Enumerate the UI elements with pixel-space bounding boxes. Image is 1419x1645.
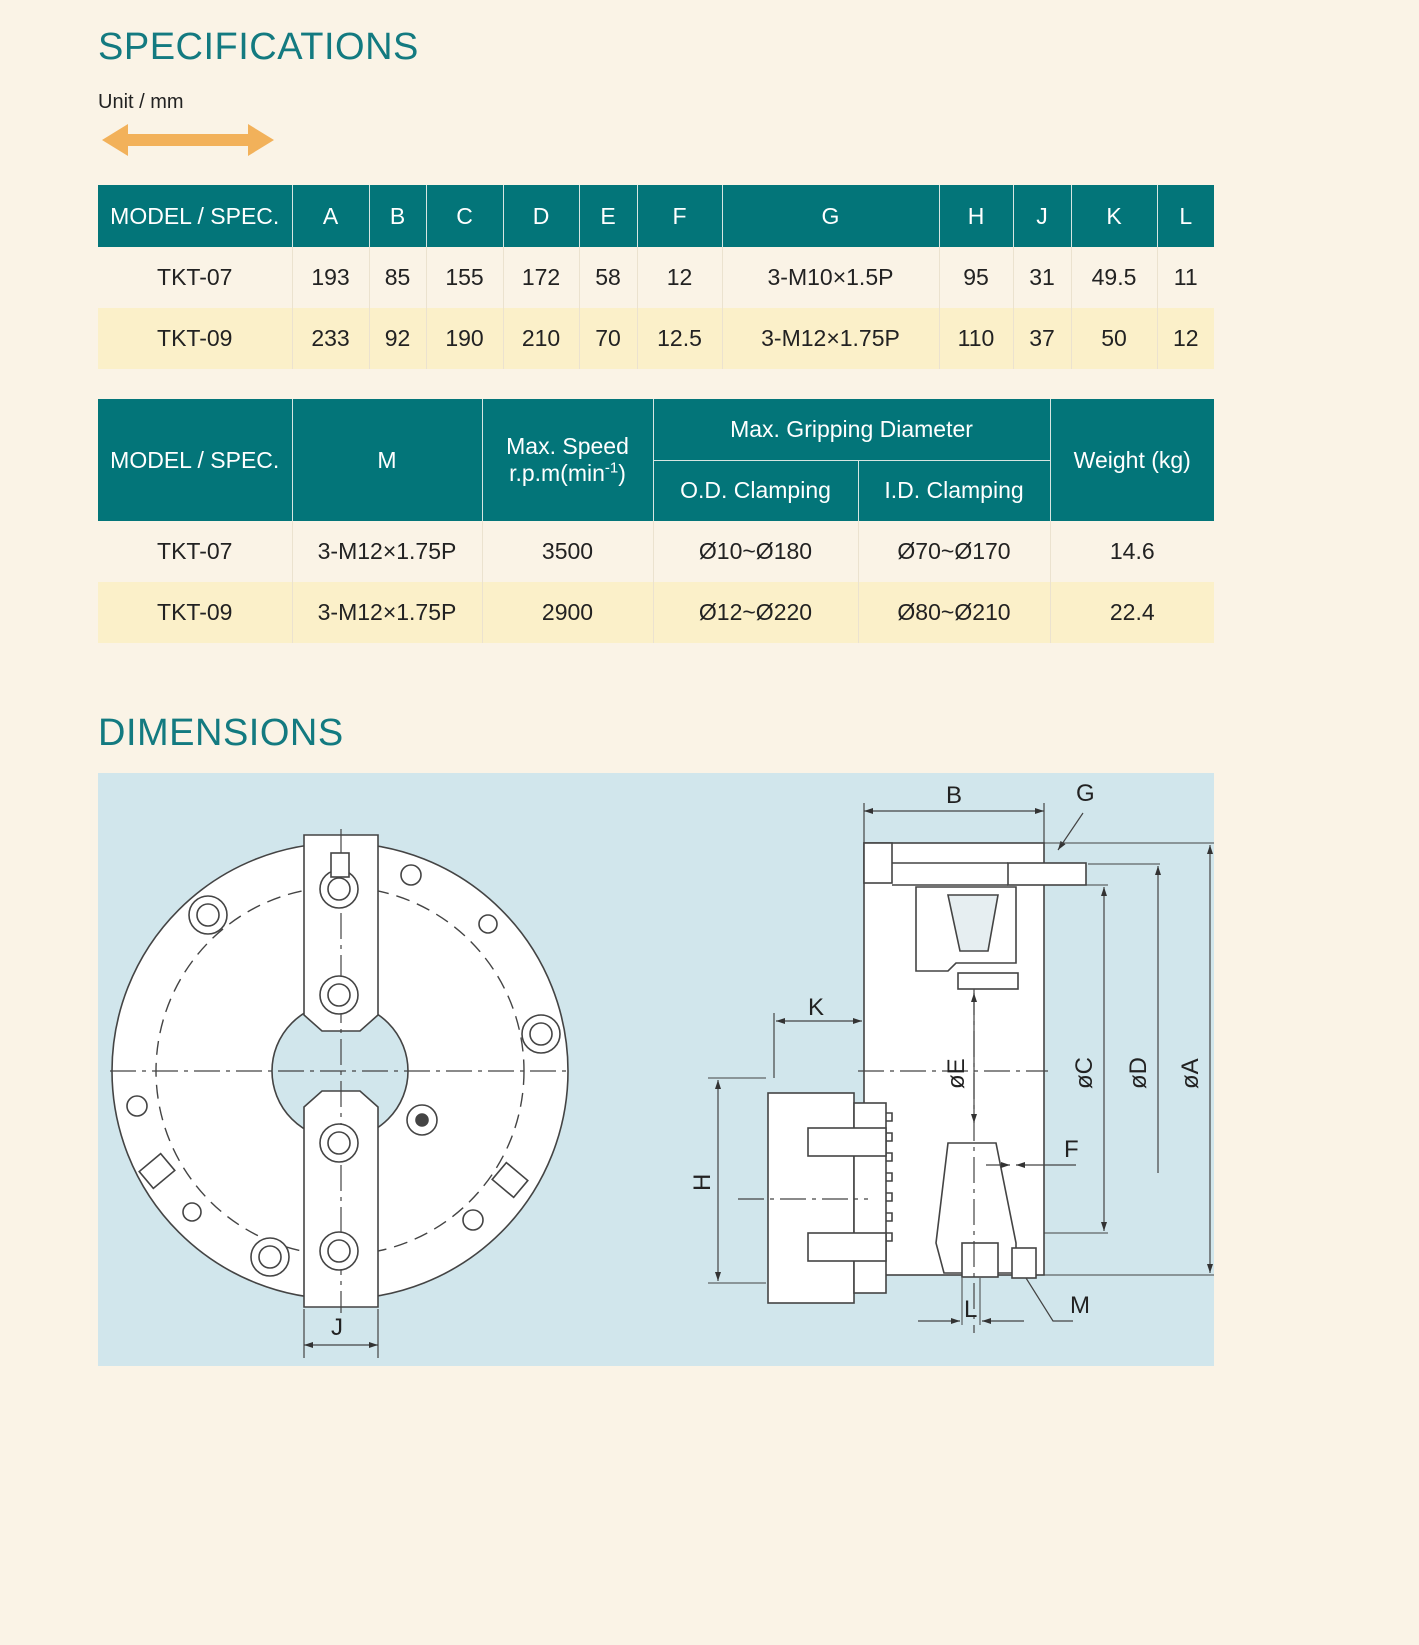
cell-a: 193: [291, 247, 370, 308]
col-header-max-speed: Max. Speed r.p.m(min-1): [481, 399, 654, 521]
cell-g: 3-M10×1.5P: [721, 247, 940, 308]
cell-weight: 22.4: [1049, 582, 1215, 643]
cell-model: TKT-07: [98, 247, 293, 308]
label-b: B: [946, 782, 962, 809]
cell-max-speed: 3500: [481, 521, 654, 582]
col-header-a: A: [291, 185, 370, 247]
cell-k: 50: [1070, 308, 1158, 369]
col-header-c: C: [425, 185, 504, 247]
cell-c: 155: [425, 247, 504, 308]
spec-table-performance: MODEL / SPEC. M Max. Speed r.p.m(min-1) …: [98, 399, 1215, 643]
cell-d: 210: [502, 308, 580, 369]
cell-j: 31: [1012, 247, 1072, 308]
col-header-e: E: [578, 185, 638, 247]
label-l: L: [964, 1296, 977, 1323]
col-header-f: F: [636, 185, 723, 247]
unit-label: Unit / mm: [98, 91, 184, 113]
cell-model: TKT-07: [98, 521, 293, 582]
col-header-m: M: [291, 399, 483, 521]
label-g: G: [1076, 780, 1095, 807]
label-h: H: [689, 1174, 716, 1191]
cell-c: 190: [425, 308, 504, 369]
cell-k: 49.5: [1070, 247, 1158, 308]
cell-max-speed: 2900: [481, 582, 654, 643]
cell-model: TKT-09: [98, 582, 293, 643]
label-f: F: [1064, 1136, 1079, 1163]
max-speed-line1: Max. Speed: [506, 432, 629, 459]
label-e: øE: [943, 1058, 970, 1089]
table-header-row: MODEL / SPEC. M Max. Speed r.p.m(min-1) …: [98, 399, 1215, 521]
cell-j: 37: [1012, 308, 1072, 369]
col-header-d: D: [502, 185, 580, 247]
front-view: [110, 829, 572, 1358]
cell-f: 12.5: [636, 308, 723, 369]
cell-h: 95: [938, 247, 1014, 308]
double-arrow-icon: [102, 124, 274, 156]
spec-table-dimensions: MODEL / SPEC. A B C D E F G H J K L TKT-…: [98, 185, 1214, 369]
col-header-h: H: [938, 185, 1014, 247]
max-speed-line2: r.p.m(min-1): [509, 459, 626, 487]
cell-od-clamping: Ø10~Ø180: [652, 521, 859, 582]
cell-l: 11: [1156, 247, 1214, 308]
col-header-model: MODEL / SPEC.: [98, 185, 293, 247]
col-header-l: L: [1156, 185, 1214, 247]
side-view: [708, 803, 1214, 1333]
specifications-title: SPECIFICATIONS: [98, 26, 419, 68]
table-subheader-row: O.D. Clamping I.D. Clamping: [98, 460, 1214, 521]
label-k: K: [808, 994, 824, 1021]
table-row: TKT-09 3-M12×1.75P 2900 Ø12~Ø220 Ø80~Ø21…: [98, 582, 1215, 643]
col-header-id-clamping: I.D. Clamping: [857, 460, 1051, 521]
col-header-j: J: [1012, 185, 1072, 247]
label-d: øD: [1125, 1057, 1152, 1089]
cell-b: 85: [368, 247, 427, 308]
table-row: TKT-09 233 92 190 210 70 12.5 3-M12×1.75…: [98, 308, 1214, 369]
cell-weight: 14.6: [1049, 521, 1215, 582]
cell-m: 3-M12×1.75P: [291, 521, 483, 582]
cell-model: TKT-09: [98, 308, 293, 369]
cell-l: 12: [1156, 308, 1214, 369]
table-header-row: MODEL / SPEC. A B C D E F G H J K L: [98, 185, 1214, 247]
col-header-model: MODEL / SPEC.: [98, 399, 293, 521]
cell-a: 233: [291, 308, 370, 369]
cell-od-clamping: Ø12~Ø220: [652, 582, 859, 643]
col-header-g: G: [721, 185, 940, 247]
chuck-technical-drawing: J: [110, 780, 1214, 1358]
col-header-k: K: [1070, 185, 1158, 247]
label-c: øC: [1071, 1057, 1098, 1089]
dimensions-title: DIMENSIONS: [98, 712, 344, 754]
speed-unit-text: r.p.m(min: [509, 460, 605, 487]
speed-unit-close: ): [618, 460, 626, 487]
cell-h: 110: [938, 308, 1014, 369]
cell-e: 70: [578, 308, 638, 369]
table-row: TKT-07 193 85 155 172 58 12 3-M10×1.5P 9…: [98, 247, 1214, 308]
table-row: TKT-07 3-M12×1.75P 3500 Ø10~Ø180 Ø70~Ø17…: [98, 521, 1215, 582]
label-j: J: [331, 1314, 343, 1341]
col-header-od-clamping: O.D. Clamping: [653, 460, 859, 521]
cell-id-clamping: Ø80~Ø210: [857, 582, 1051, 643]
cell-g: 3-M12×1.75P: [721, 308, 940, 369]
cell-m: 3-M12×1.75P: [291, 582, 483, 643]
col-header-max-gripping: Max. Gripping Diameter: [652, 399, 1051, 461]
cell-f: 12: [636, 247, 723, 308]
col-header-weight: Weight (kg): [1049, 399, 1215, 521]
col-header-b: B: [368, 185, 427, 247]
cell-b: 92: [368, 308, 427, 369]
speed-unit-exponent: -1: [604, 459, 619, 477]
label-m: M: [1070, 1292, 1090, 1319]
dimensions-drawing: J: [98, 773, 1214, 1366]
cell-id-clamping: Ø70~Ø170: [857, 521, 1051, 582]
cell-e: 58: [578, 247, 638, 308]
cell-d: 172: [502, 247, 580, 308]
label-a: øA: [1177, 1058, 1204, 1089]
